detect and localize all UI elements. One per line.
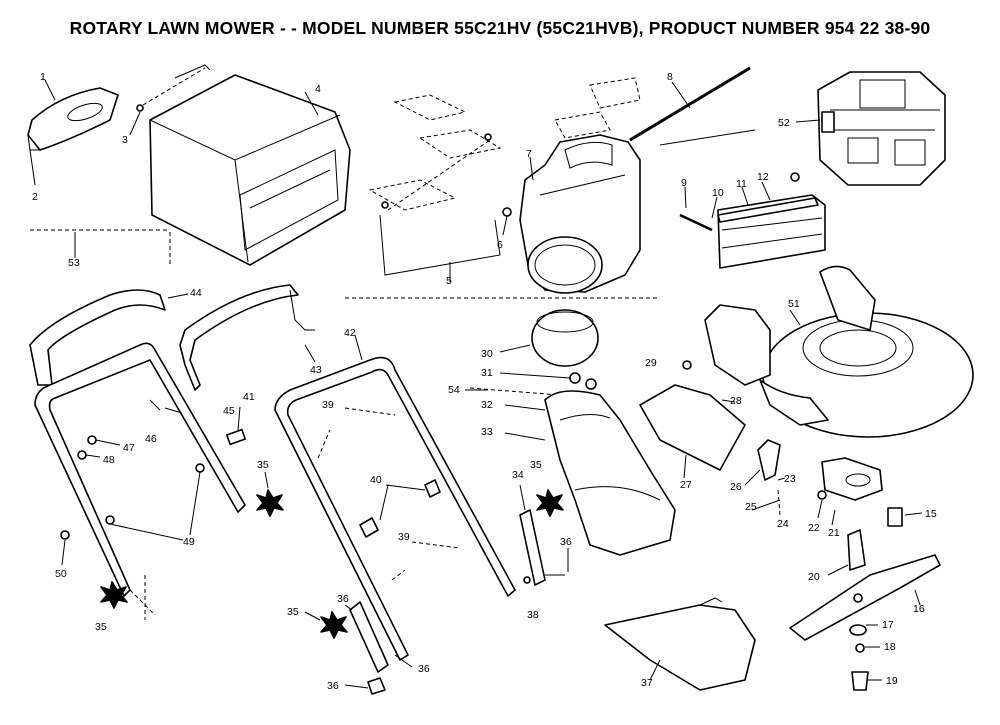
label-36a: 36	[560, 536, 572, 548]
part-7-rear-chute	[519, 134, 641, 294]
part-42-upper-frame	[274, 356, 516, 661]
label-23: 23	[784, 473, 796, 485]
label-1: 1	[40, 71, 46, 83]
part-52-engine	[817, 71, 946, 186]
label-25: 25	[745, 501, 757, 513]
label-54: 54	[448, 384, 460, 396]
label-44: 44	[190, 287, 202, 299]
part-33-chute-tube	[544, 390, 676, 556]
label-42: 42	[344, 327, 356, 339]
label-20: 20	[808, 571, 820, 583]
label-24: 24	[777, 518, 789, 530]
label-37: 37	[641, 677, 653, 689]
label-10: 10	[712, 187, 724, 199]
label-19: 19	[886, 675, 898, 687]
diagram-title: ROTARY LAWN MOWER - - MODEL NUMBER 55C21…	[69, 18, 931, 38]
label-29: 29	[645, 357, 657, 369]
label-36c: 36	[418, 663, 430, 675]
label-36d: 36	[327, 680, 339, 692]
label-45: 45	[223, 405, 235, 417]
label-18: 18	[884, 641, 896, 653]
label-28: 28	[730, 395, 742, 407]
part-44-upper-handle	[29, 289, 166, 386]
label-48: 48	[103, 454, 115, 466]
part-45-lower-frame	[34, 342, 246, 597]
label-17: 17	[882, 619, 894, 631]
label-7: 7	[526, 148, 532, 160]
label-11: 11	[736, 178, 747, 190]
part-37-skirt	[604, 604, 756, 691]
label-52: 52	[778, 117, 790, 129]
label-36b: 36	[337, 593, 349, 605]
part-35-knob-2	[536, 489, 564, 517]
label-35c: 35	[95, 621, 107, 633]
label-46: 46	[145, 433, 157, 445]
label-5: 5	[446, 275, 452, 287]
label-39b: 39	[398, 531, 410, 543]
label-27: 27	[680, 479, 692, 491]
label-34: 34	[512, 469, 524, 481]
label-40: 40	[370, 474, 382, 486]
part-35-knob-3	[100, 581, 128, 609]
label-8: 8	[667, 71, 673, 83]
label-9: 9	[681, 177, 687, 189]
label-12: 12	[757, 171, 769, 183]
label-22: 22	[808, 522, 820, 534]
label-31: 31	[481, 367, 493, 379]
part-30-cover	[531, 309, 599, 367]
label-35d: 35	[287, 606, 299, 618]
part-35-knob-4	[320, 611, 348, 639]
part-12-rear-flap	[717, 194, 826, 269]
label-39a: 39	[322, 399, 334, 411]
label-53: 53	[68, 257, 80, 269]
part-1-grip	[27, 87, 119, 151]
label-30: 30	[481, 348, 493, 360]
label-49: 49	[183, 536, 195, 548]
label-41: 41	[243, 391, 255, 403]
label-4: 4	[315, 83, 321, 95]
label-2: 2	[32, 191, 38, 203]
label-26: 26	[730, 481, 742, 493]
label-38: 38	[527, 609, 539, 621]
label-3: 3	[122, 134, 128, 146]
label-35b: 35	[530, 459, 542, 471]
label-47: 47	[123, 442, 135, 454]
label-50: 50	[55, 568, 67, 580]
label-51: 51	[788, 298, 800, 310]
part-35-knob-1	[256, 489, 284, 517]
label-21: 21	[828, 527, 840, 539]
part-28-guard	[639, 384, 746, 471]
part-43-handle-bar	[179, 284, 299, 391]
label-43: 43	[310, 364, 322, 376]
part-16-blade	[789, 554, 941, 641]
label-16: 16	[913, 603, 925, 615]
part-51-mower-deck	[704, 265, 974, 438]
label-32: 32	[481, 399, 493, 411]
label-6: 6	[497, 239, 503, 251]
label-35a: 35	[257, 459, 269, 471]
label-15: 15	[925, 508, 937, 520]
label-33: 33	[481, 426, 493, 438]
part-4-grass-bag	[149, 64, 351, 266]
